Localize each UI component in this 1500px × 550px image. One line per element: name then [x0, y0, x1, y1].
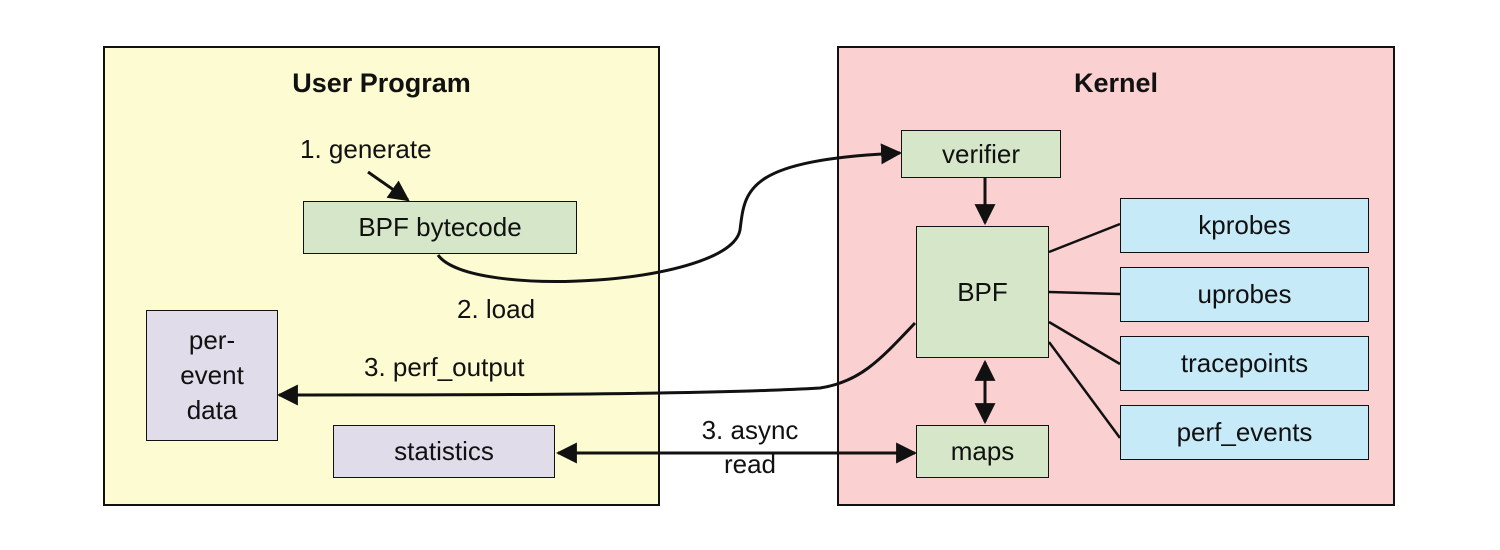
- maps-label: maps: [950, 436, 1015, 467]
- kprobes-box: kprobes: [1120, 198, 1369, 253]
- verifier-box: verifier: [901, 130, 1061, 178]
- generate-label: 1. generate: [300, 134, 432, 164]
- maps-box: maps: [916, 425, 1049, 478]
- per-event-data-box: per- event data: [146, 310, 278, 441]
- perf-events-box: perf_events: [1120, 405, 1369, 460]
- statistics-label: statistics: [394, 436, 494, 467]
- async-read-line-2: read: [723, 448, 777, 479]
- perf-output-label: 3. perf_output: [364, 352, 525, 382]
- uprobes-label: uprobes: [1197, 279, 1292, 310]
- kprobes-label: kprobes: [1198, 210, 1291, 241]
- per-event-data-line-3: data: [186, 395, 238, 426]
- bpf-bytecode-label: BPF bytecode: [358, 212, 522, 243]
- bpf-bytecode-box: BPF bytecode: [303, 201, 577, 254]
- per-event-data-line-1: per-: [188, 324, 236, 355]
- perf-events-label: perf_events: [1176, 417, 1313, 448]
- tracepoints-label: tracepoints: [1180, 348, 1309, 379]
- per-event-data-line-2: event: [180, 359, 244, 390]
- kernel-title: Kernel: [1073, 68, 1159, 98]
- uprobes-box: uprobes: [1120, 267, 1369, 322]
- load-label: 2. load: [457, 294, 536, 324]
- async-read-line-1: 3. async: [701, 415, 799, 445]
- async-read-label: 3. async read: [680, 414, 820, 482]
- statistics-box: statistics: [333, 425, 555, 478]
- bpf-label: BPF: [957, 276, 1008, 307]
- verifier-label: verifier: [941, 138, 1020, 169]
- bpf-box: BPF: [916, 226, 1049, 358]
- user-program-title: User Program: [292, 68, 471, 98]
- tracepoints-box: tracepoints: [1120, 336, 1369, 391]
